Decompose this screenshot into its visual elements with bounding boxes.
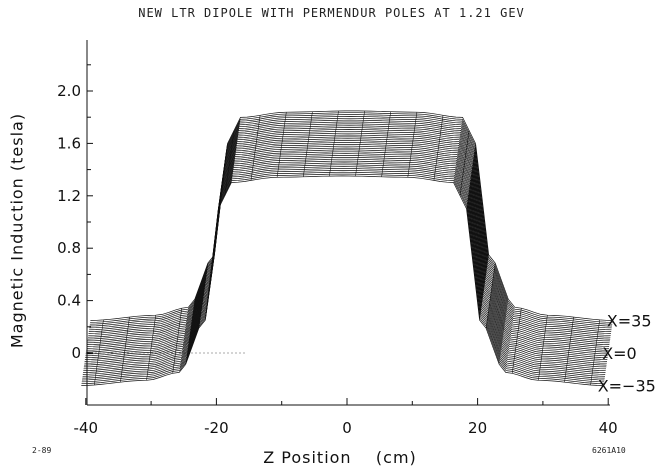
x-tick-label: -20 bbox=[204, 419, 229, 437]
surface-profile-line bbox=[82, 166, 606, 377]
x-tick-label: 40 bbox=[599, 419, 618, 437]
surface-profile-line bbox=[87, 132, 610, 344]
figure-date-code: 2-89 bbox=[32, 446, 52, 455]
surface-cross-line bbox=[564, 317, 574, 383]
y-tick-label: 0.8 bbox=[57, 239, 81, 257]
surface-profile-line bbox=[86, 140, 609, 351]
surface-profile-line bbox=[84, 151, 608, 362]
figure-id-code: 6261A10 bbox=[592, 446, 626, 455]
series-label: X=−35 bbox=[598, 377, 656, 396]
surface-profile-line bbox=[84, 149, 608, 360]
surface-profile-line bbox=[81, 173, 604, 385]
surface-profile-line bbox=[85, 143, 609, 355]
surface-profile-line bbox=[88, 121, 612, 332]
surface-profile-line bbox=[89, 114, 613, 325]
surface-cross-line bbox=[381, 111, 391, 177]
surface-profile-line bbox=[90, 110, 613, 321]
surface-profile-line bbox=[86, 134, 610, 345]
surface-profile-line bbox=[84, 155, 607, 366]
x-tick-label: 0 bbox=[342, 419, 352, 437]
surface-profile-line bbox=[89, 119, 612, 331]
surface-profile-line bbox=[83, 160, 606, 372]
series-label: X=35 bbox=[607, 311, 652, 330]
surface-profile-line bbox=[85, 147, 608, 358]
surface-cross-line bbox=[407, 112, 418, 178]
surface-profile-line bbox=[83, 156, 607, 368]
surface-profile-line bbox=[83, 162, 606, 373]
chart-title: NEW LTR DIPOLE WITH PERMENDUR POLES AT 1… bbox=[138, 6, 525, 20]
surface-profile-line bbox=[86, 136, 610, 347]
y-tick-label: 1.6 bbox=[57, 134, 81, 152]
surface-profile-line bbox=[81, 170, 605, 381]
surface-profile-line bbox=[82, 164, 606, 375]
surface-profile-line bbox=[87, 130, 610, 342]
surface-profile-line bbox=[87, 127, 611, 338]
surface-cross-line bbox=[433, 115, 444, 181]
surface-profile-line bbox=[85, 142, 609, 353]
surface-profile-line bbox=[88, 123, 611, 334]
x-axis-label: Z Position (cm) bbox=[263, 448, 417, 467]
surface-cross-line bbox=[329, 110, 339, 177]
surface-profile-line bbox=[90, 112, 613, 323]
surface-profile-line bbox=[83, 158, 607, 370]
surface-profile-line bbox=[82, 168, 605, 379]
surface-profile-line bbox=[87, 129, 611, 340]
surface-cross-line bbox=[538, 315, 548, 381]
surface-cross-line bbox=[590, 319, 600, 386]
surface-profile-line bbox=[86, 138, 609, 349]
y-tick-label: 0.4 bbox=[57, 292, 81, 310]
surface-profile-line bbox=[89, 116, 613, 327]
surface-cross-line bbox=[355, 110, 365, 177]
y-tick-label: 2.0 bbox=[57, 82, 81, 100]
y-tick-label: 1.2 bbox=[57, 187, 81, 205]
surface-profile-line bbox=[84, 153, 607, 364]
surface-profile-line bbox=[88, 125, 611, 336]
surface-profile-line bbox=[85, 145, 608, 357]
surface-profile-line bbox=[81, 171, 605, 383]
surface-profile-line bbox=[89, 117, 612, 329]
series-label: X=0 bbox=[602, 344, 637, 363]
surface-profile-line bbox=[81, 175, 604, 386]
y-tick-label: 0 bbox=[71, 344, 81, 362]
x-tick-label: 20 bbox=[468, 419, 487, 437]
x-tick-label: -40 bbox=[74, 419, 99, 437]
